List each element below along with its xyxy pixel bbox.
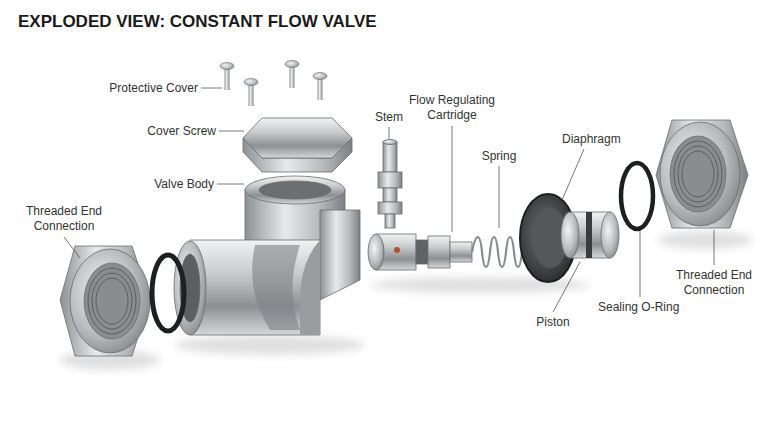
title: EXPLODED VIEW: CONSTANT FLOW VALVE <box>18 12 377 32</box>
part-label: Piston <box>528 315 578 330</box>
part-label: Diaphragm <box>562 132 632 147</box>
part-label: Stem <box>364 110 414 125</box>
part-label: Flow Regulating Cartridge <box>395 93 509 123</box>
part-label: Valve Body <box>118 177 214 192</box>
leader-lines <box>64 88 714 312</box>
part-label: Spring <box>474 149 524 164</box>
part-label: Protective Cover <box>100 81 198 96</box>
part-label: Cover Screw <box>118 124 216 139</box>
part-label: Threaded End Connection <box>16 204 112 234</box>
part-label: Threaded End Connection <box>666 268 762 298</box>
part-label: Sealing O-Ring <box>598 300 698 315</box>
